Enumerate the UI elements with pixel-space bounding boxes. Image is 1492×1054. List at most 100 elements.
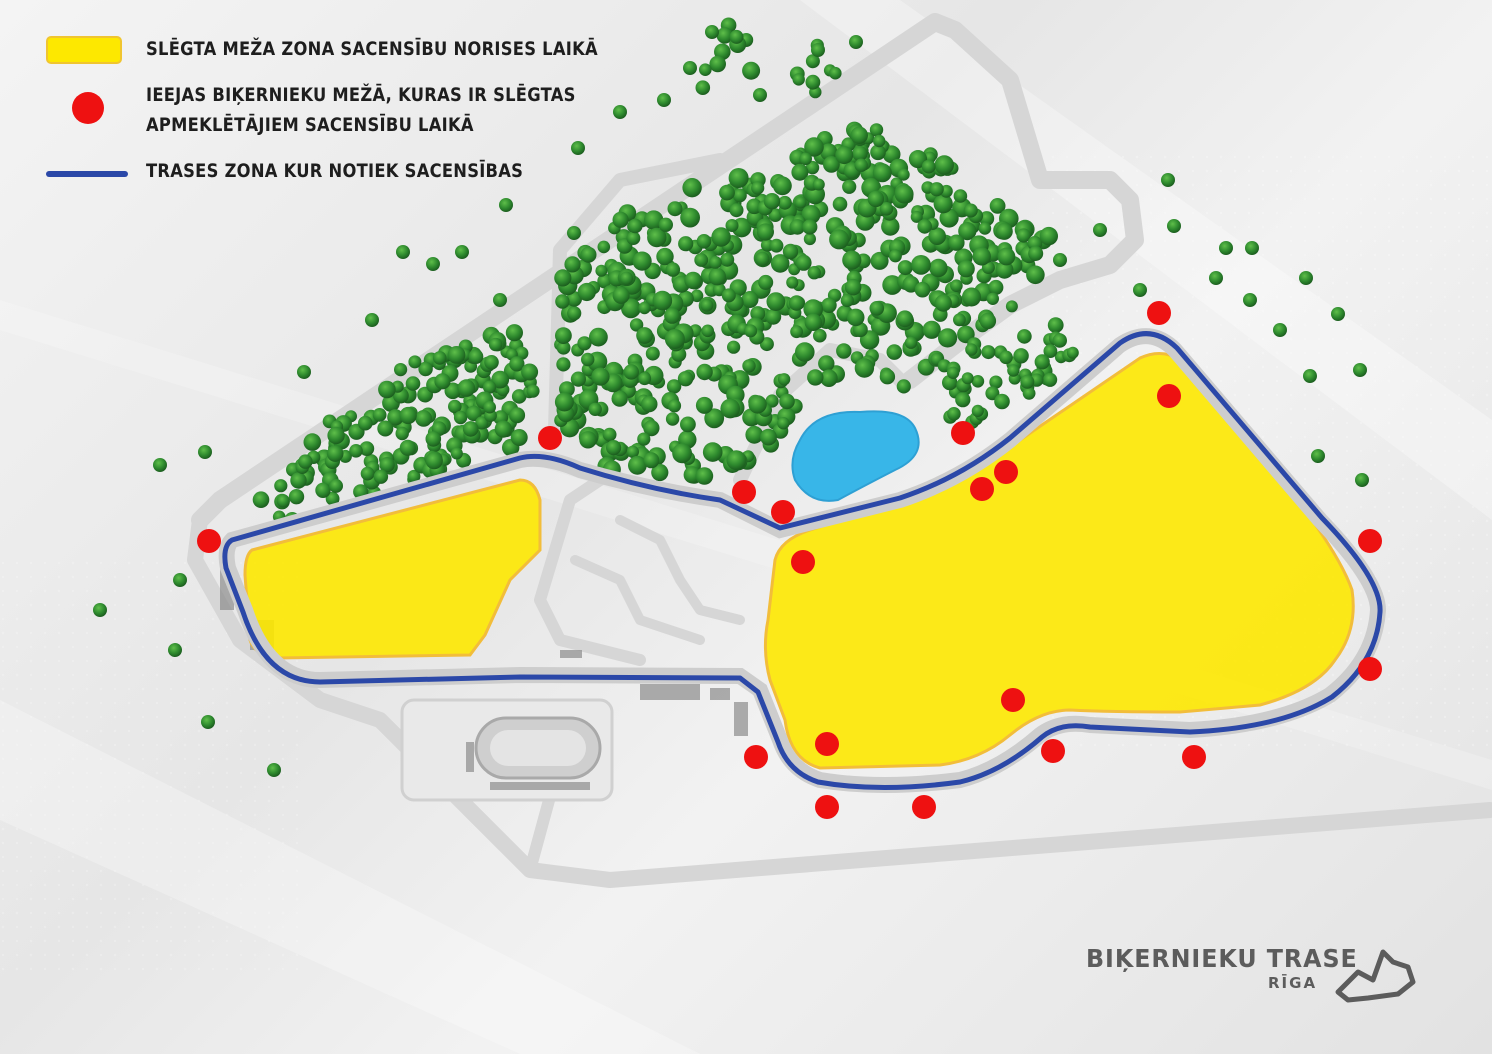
tree [288, 489, 305, 505]
tree [511, 389, 527, 404]
legend-entrances-label-line1: IEEJAS BIĶERNIEKU MEŽĀ, KURAS IR SLĒGTAS [146, 84, 576, 106]
tree [786, 276, 799, 289]
tree [643, 420, 660, 437]
tree [1355, 473, 1369, 487]
tree [555, 294, 570, 309]
tree [680, 207, 700, 228]
tree [727, 340, 741, 354]
tree [744, 324, 758, 338]
tree [623, 364, 639, 380]
tree [611, 390, 628, 407]
tree [1133, 283, 1147, 297]
tree [1066, 346, 1079, 359]
legend-entrances-label-line2: APMEKLĒTĀJIEM SACENSĪBU LAIKĀ [146, 114, 474, 136]
tree [396, 245, 410, 259]
entrance-marker [1147, 301, 1171, 325]
tree [804, 313, 822, 331]
tree [267, 763, 281, 777]
tree [626, 231, 641, 246]
tree [989, 375, 1003, 389]
tree [491, 370, 510, 389]
tree [488, 337, 503, 352]
entrance-marker [815, 732, 839, 756]
tree [656, 247, 674, 266]
tree [682, 178, 702, 198]
tree [802, 219, 818, 235]
tree [779, 393, 795, 410]
tree [1034, 354, 1050, 370]
tree [597, 240, 611, 254]
track-zone-line [222, 331, 1383, 790]
tree [405, 376, 421, 391]
tree [564, 256, 581, 273]
tree [870, 144, 886, 161]
tree [741, 291, 759, 308]
tree [657, 93, 671, 107]
tree [948, 234, 965, 251]
tree [888, 249, 902, 263]
tree [803, 232, 817, 246]
tree [606, 440, 622, 456]
tree [444, 382, 462, 400]
tree [360, 466, 375, 481]
tree [962, 287, 981, 307]
tree [799, 152, 812, 166]
tree [997, 247, 1016, 266]
entrance-marker [951, 421, 975, 445]
tree [758, 274, 774, 290]
tree [835, 146, 854, 165]
tree [709, 55, 726, 73]
tree [695, 467, 714, 485]
tree [588, 402, 602, 416]
tree [597, 273, 613, 289]
tree [695, 80, 711, 95]
tree [619, 271, 634, 285]
tree [989, 198, 1006, 214]
lake [791, 410, 920, 502]
tree [510, 429, 528, 446]
tree [595, 264, 608, 277]
tree [1052, 333, 1068, 348]
tree [842, 179, 857, 194]
entrance-marker [197, 529, 221, 553]
tree [638, 372, 652, 386]
tree [957, 260, 975, 278]
tree [1245, 241, 1259, 255]
tree [672, 443, 692, 464]
tree [570, 371, 587, 387]
tree [755, 251, 770, 266]
tree [554, 269, 572, 287]
tree [832, 196, 848, 212]
tree [947, 407, 961, 421]
tree [773, 176, 792, 196]
tree [1043, 372, 1058, 387]
tree [953, 313, 966, 327]
tree [699, 63, 712, 76]
tree [1013, 348, 1029, 364]
tree [387, 409, 404, 426]
tree [882, 275, 903, 295]
tree [602, 427, 617, 442]
entrance-marker [771, 500, 795, 524]
tree [298, 454, 313, 469]
tree [556, 340, 571, 355]
tree [684, 271, 702, 290]
tree [327, 426, 345, 445]
entrance-marker [970, 477, 994, 501]
tree [483, 400, 497, 414]
entrance-marker [538, 426, 562, 450]
tree [612, 286, 630, 304]
tree [836, 343, 852, 359]
tree [198, 445, 212, 459]
tree [961, 372, 974, 385]
tree [448, 399, 462, 414]
tree [643, 452, 660, 469]
tree [805, 74, 821, 90]
tree [581, 352, 595, 367]
forest [93, 17, 1369, 777]
tree [869, 123, 884, 137]
tree [93, 603, 107, 617]
entrance-marker [744, 745, 768, 769]
tree [711, 227, 731, 247]
